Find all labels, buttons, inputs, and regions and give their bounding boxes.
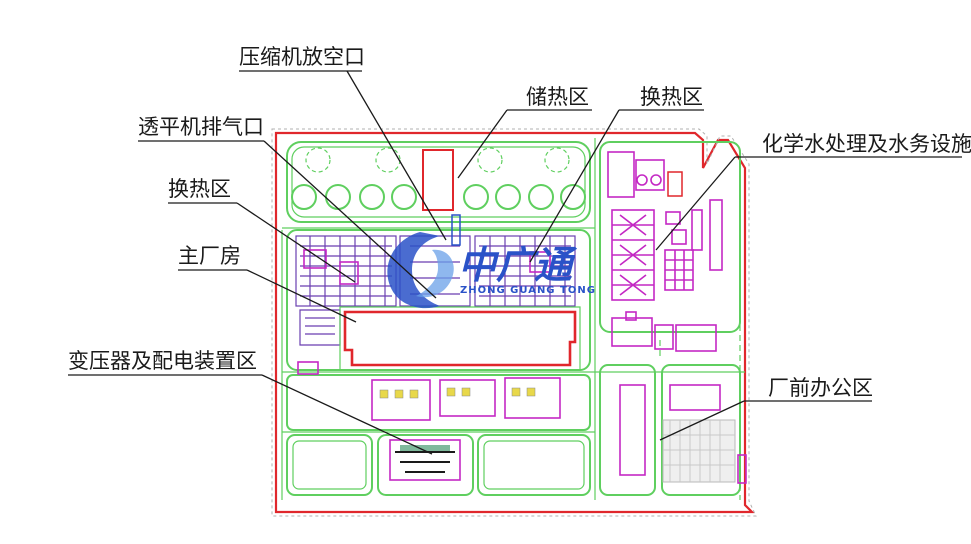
label-transformer: 变压器及配电装置区 bbox=[68, 349, 257, 373]
label-heat-exchange-right: 换热区 bbox=[640, 85, 703, 109]
main-building bbox=[339, 306, 581, 371]
callout-main-building: 主厂房 bbox=[178, 244, 357, 323]
label-heat-storage: 储热区 bbox=[526, 85, 589, 109]
label-office: 厂前办公区 bbox=[768, 376, 873, 400]
site-boundary bbox=[271, 128, 757, 517]
label-chem-water: 化学水处理及水务设施区 bbox=[762, 132, 971, 156]
heat-exchange-area-right bbox=[474, 235, 576, 307]
label-heat-exchange-left: 换热区 bbox=[168, 177, 231, 201]
road-network bbox=[281, 138, 745, 500]
callout-transformer: 变压器及配电装置区 bbox=[68, 349, 433, 455]
callout-heat-exchange-left: 换热区 bbox=[168, 177, 356, 283]
heat-storage-tanks bbox=[291, 147, 586, 211]
label-main-building: 主厂房 bbox=[178, 244, 241, 268]
transformer-area bbox=[297, 361, 561, 481]
callout-chem-water: 化学水处理及水务设施区 bbox=[655, 132, 971, 251]
callout-turbine-exhaust: 透平机排气口 bbox=[138, 115, 437, 299]
watermark-logo: 中广通 ZHONG GUANG TONG bbox=[387, 232, 596, 309]
watermark-chinese: 中广通 bbox=[458, 243, 578, 287]
logo-emblem-icon bbox=[387, 232, 440, 309]
callout-office: 厂前办公区 bbox=[659, 376, 873, 441]
chem-water-area bbox=[607, 151, 723, 352]
watermark-english: ZHONG GUANG TONG bbox=[460, 285, 596, 296]
label-turbine-exhaust: 透平机排气口 bbox=[138, 115, 264, 139]
callout-compressor-vent: 压缩机放空口 bbox=[239, 45, 447, 241]
label-compressor-vent: 压缩机放空口 bbox=[239, 45, 365, 69]
center-piping bbox=[399, 214, 471, 307]
callout-heat-storage: 储热区 bbox=[457, 85, 592, 179]
callout-heat-exchange-right: 换热区 bbox=[529, 85, 704, 263]
office-area bbox=[619, 384, 747, 484]
